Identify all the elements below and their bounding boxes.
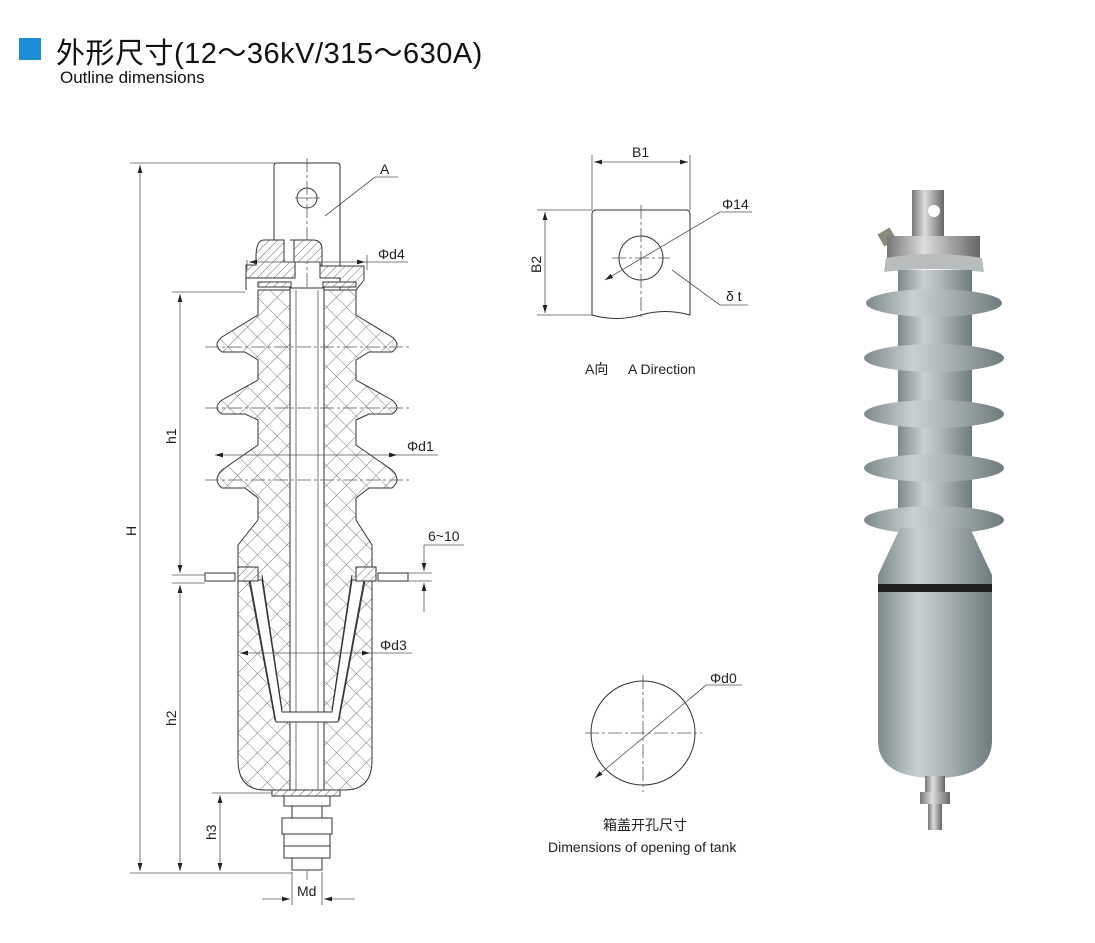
label-A: A (380, 161, 390, 177)
page-subtitle: Outline dimensions (60, 68, 205, 87)
bushing-photo (864, 190, 1004, 830)
label-Md: Md (297, 883, 316, 899)
label-d1: Φd1 (407, 438, 434, 454)
caption-a-direction-en: A Direction (628, 361, 696, 377)
label-h1: h1 (163, 428, 179, 444)
label-h3: h3 (203, 824, 219, 840)
caption-a-direction-cn: A向 (585, 361, 608, 377)
label-gap: 6~10 (428, 528, 460, 544)
bushing-section-drawing: A Φd4 Φd1 6~10 Φd3 Md H h1 h2 h3 (123, 158, 464, 905)
caption-tank-cn: 箱盖开孔尺寸 (603, 817, 687, 833)
label-H: H (123, 526, 139, 536)
label-phi14: Φ14 (722, 196, 749, 212)
label-B1: B1 (632, 144, 649, 160)
label-d0: Φd0 (710, 670, 737, 686)
label-d3: Φd3 (380, 637, 407, 653)
a-direction-view: B1 B2 Φ14 δ t A向 A Direction (528, 144, 752, 377)
label-B2: B2 (528, 256, 544, 273)
page-title: 外形尺寸(12～36kV/315～630A) (56, 38, 483, 70)
tank-opening-view: Φd0 箱盖开孔尺寸 Dimensions of opening of tank (548, 670, 742, 855)
caption-tank-en: Dimensions of opening of tank (548, 839, 737, 855)
label-h2: h2 (163, 710, 179, 726)
label-delta-t: δ t (726, 288, 742, 304)
label-d4: Φd4 (378, 246, 405, 262)
header-square-icon (19, 38, 41, 60)
